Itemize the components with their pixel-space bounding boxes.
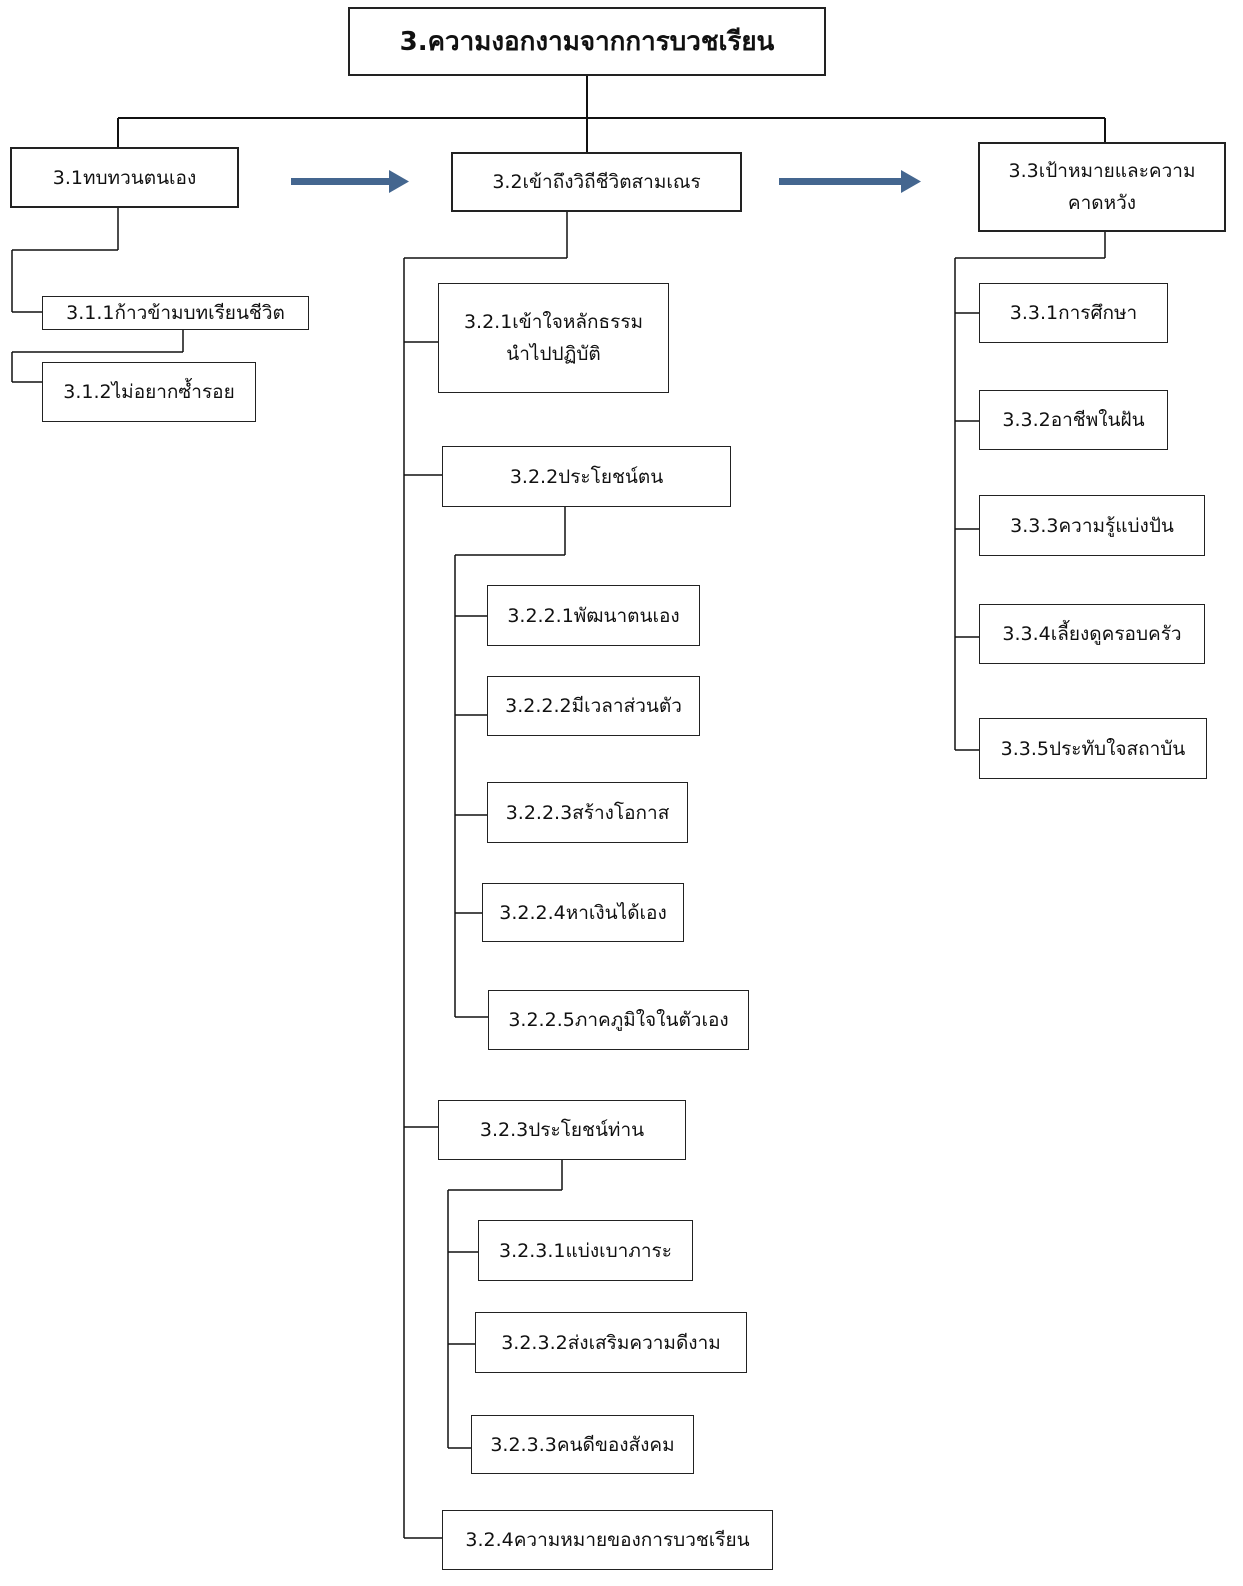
node-3-3-4-label: 3.3.4เลี้ยงดูครอบครัว xyxy=(1002,623,1182,645)
node-3-1-1-label: 3.1.1ก้าวข้ามบทเรียนชีวิต xyxy=(66,302,285,324)
node-3-2-4: 3.2.4ความหมายของการบวชเรียน xyxy=(442,1510,773,1570)
node-3-2-2-3-label: 3.2.2.3สร้างโอกาส xyxy=(505,801,670,824)
node-3-2-2-2-label: 3.2.2.2มีเวลาส่วนตัว xyxy=(505,695,682,717)
arrow-right-icon xyxy=(291,170,409,193)
root-node: 3.ความงอกงามจากการบวชเรียน xyxy=(348,7,826,76)
node-3-3-2-label: 3.3.2อาชีพในฝัน xyxy=(1002,409,1145,431)
node-3-2-3-2: 3.2.3.2ส่งเสริมความดีงาม xyxy=(475,1312,747,1373)
node-3-2-label: 3.2เข้าถึงวิถีชีวิตสามเณร xyxy=(492,171,701,193)
node-3-2-2-2: 3.2.2.2มีเวลาส่วนตัว xyxy=(487,676,700,736)
node-3-3-1: 3.3.1การศึกษา xyxy=(979,283,1168,343)
node-3-3-3: 3.3.3ความรู้แบ่งปัน xyxy=(979,495,1205,556)
node-3-2-2-1: 3.2.2.1พัฒนาตนเอง xyxy=(487,585,700,646)
node-3-2-3-label: 3.2.3ประโยชน์ท่าน xyxy=(479,1119,645,1141)
node-3-3-5: 3.3.5ประทับใจสถาบัน xyxy=(979,718,1207,779)
node-3-2-3: 3.2.3ประโยชน์ท่าน xyxy=(438,1100,686,1160)
node-3-2-2-5-label: 3.2.2.5ภาคภูมิใจในตัวเอง xyxy=(508,1009,729,1031)
node-3-2-2-label: 3.2.2ประโยชน์ตน xyxy=(509,465,664,488)
node-3-2-2-4: 3.2.2.4หาเงินได้เอง xyxy=(482,883,684,942)
node-3-3-label: 3.3เป้าหมายและความ คาดหวัง xyxy=(1008,160,1196,214)
node-3-2-3-3-label: 3.2.3.3คนดีของสังคม xyxy=(490,1433,675,1456)
node-3-2-3-2-label: 3.2.3.2ส่งเสริมความดีงาม xyxy=(501,1331,721,1354)
root-label: 3.ความงอกงามจากการบวชเรียน xyxy=(399,26,775,57)
node-3-2-2-3: 3.2.2.3สร้างโอกาส xyxy=(487,782,688,843)
node-3-3-2: 3.3.2อาชีพในฝัน xyxy=(979,390,1168,450)
node-3-3-1-label: 3.3.1การศึกษา xyxy=(1009,302,1138,324)
node-3-2-3-1-label: 3.2.3.1แบ่งเบาภาระ xyxy=(499,1239,672,1262)
node-3-3-5-label: 3.3.5ประทับใจสถาบัน xyxy=(1000,737,1186,760)
node-3-1-2: 3.1.2ไม่อยากซ้ำรอย xyxy=(42,362,256,422)
node-3-1-label: 3.1ทบทวนตนเอง xyxy=(52,166,197,189)
node-3-2-2: 3.2.2ประโยชน์ตน xyxy=(442,446,731,507)
node-3-1: 3.1ทบทวนตนเอง xyxy=(10,147,239,208)
node-3-2-2-1-label: 3.2.2.1พัฒนาตนเอง xyxy=(507,604,680,627)
node-3-2-4-label: 3.2.4ความหมายของการบวชเรียน xyxy=(465,1529,750,1551)
node-3-1-1: 3.1.1ก้าวข้ามบทเรียนชีวิต xyxy=(42,296,309,330)
node-3-3: 3.3เป้าหมายและความ คาดหวัง xyxy=(978,142,1226,232)
node-3-2-1: 3.2.1เข้าใจหลักธรรม นำไปปฏิบัติ xyxy=(438,283,669,393)
node-3-3-3-label: 3.3.3ความรู้แบ่งปัน xyxy=(1010,514,1174,537)
node-3-2: 3.2เข้าถึงวิถีชีวิตสามเณร xyxy=(451,152,742,212)
arrow-right-icon xyxy=(779,170,921,193)
node-3-2-2-4-label: 3.2.2.4หาเงินได้เอง xyxy=(499,901,667,924)
node-3-2-1-label: 3.2.1เข้าใจหลักธรรม นำไปปฏิบัติ xyxy=(463,311,644,365)
node-3-1-2-label: 3.1.2ไม่อยากซ้ำรอย xyxy=(63,381,235,403)
node-3-2-3-3: 3.2.3.3คนดีของสังคม xyxy=(471,1415,694,1474)
node-3-2-2-5: 3.2.2.5ภาคภูมิใจในตัวเอง xyxy=(488,990,749,1050)
node-3-3-4: 3.3.4เลี้ยงดูครอบครัว xyxy=(979,604,1205,664)
node-3-2-3-1: 3.2.3.1แบ่งเบาภาระ xyxy=(478,1220,693,1281)
